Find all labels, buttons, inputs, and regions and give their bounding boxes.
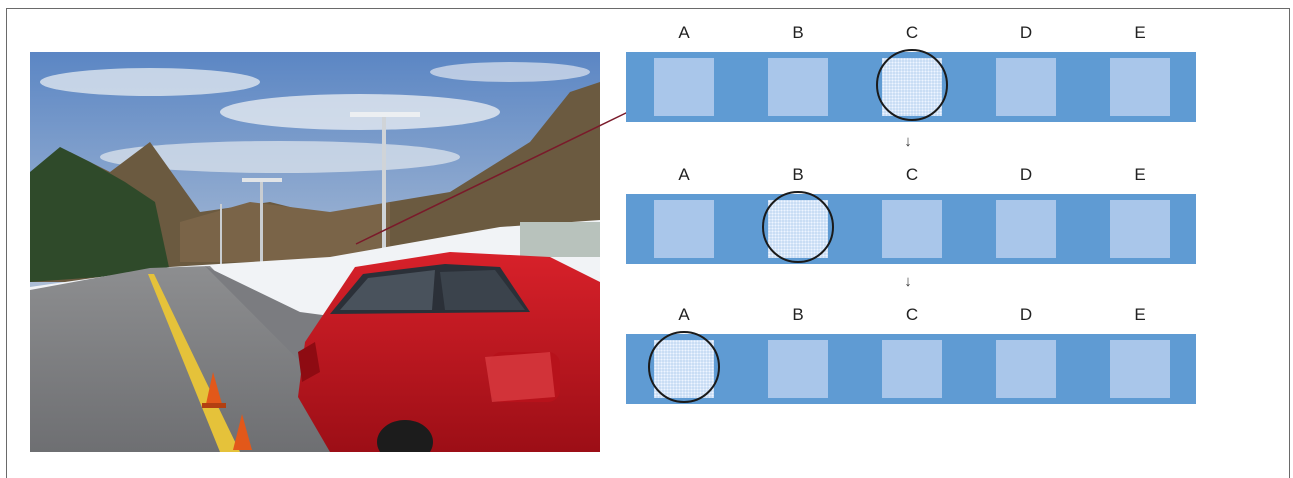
cell-e <box>1110 58 1170 116</box>
column-labels: A B C D E <box>626 304 1196 326</box>
cell-d <box>996 340 1056 398</box>
road <box>30 266 390 452</box>
cell-b <box>768 340 828 398</box>
lane-strip <box>626 49 1196 122</box>
cell-e <box>1110 200 1170 258</box>
cell-e <box>1110 340 1170 398</box>
sequence-row-2: A B C D E <box>626 164 1196 264</box>
traffic-cone <box>206 372 222 404</box>
column-label-c: C <box>905 23 919 42</box>
lane-strip <box>626 191 1196 264</box>
red-car <box>298 252 600 452</box>
focus-circle <box>876 49 948 121</box>
column-labels: A B C D E <box>626 22 1196 44</box>
cell-d <box>996 58 1056 116</box>
column-label-d: D <box>1019 305 1033 324</box>
pine-trees <box>30 147 170 282</box>
column-label-a: A <box>678 23 690 42</box>
cell-c <box>882 340 942 398</box>
column-label-c: C <box>905 305 919 324</box>
sequence-row-3: A B C D E <box>626 304 1196 404</box>
cell-d <box>996 200 1056 258</box>
focus-circle <box>648 331 720 403</box>
column-label-b: B <box>792 305 804 324</box>
column-label-e: E <box>1134 305 1146 324</box>
column-label-a: A <box>678 165 690 184</box>
column-labels: A B C D E <box>626 164 1196 186</box>
column-label-e: E <box>1134 23 1146 42</box>
figure-frame <box>6 8 1290 478</box>
cell-c <box>882 200 942 258</box>
column-label-c: C <box>905 165 919 184</box>
cell-a <box>654 200 714 258</box>
sequence-row-1: A B C D E <box>626 22 1196 122</box>
light-pole <box>382 114 386 264</box>
focus-circle <box>762 191 834 263</box>
lane-strip <box>626 331 1196 404</box>
down-arrow-2: ↓ <box>904 273 912 290</box>
cell-b <box>768 58 828 116</box>
down-arrow-1: ↓ <box>904 133 912 150</box>
column-label-e: E <box>1134 165 1146 184</box>
column-label-a: A <box>678 305 690 324</box>
column-label-b: B <box>792 23 804 42</box>
traffic-cone <box>233 414 252 450</box>
column-label-d: D <box>1019 165 1033 184</box>
column-label-d: D <box>1019 23 1033 42</box>
road-photo <box>30 52 600 452</box>
cell-a <box>654 58 714 116</box>
column-label-b: B <box>792 165 804 184</box>
